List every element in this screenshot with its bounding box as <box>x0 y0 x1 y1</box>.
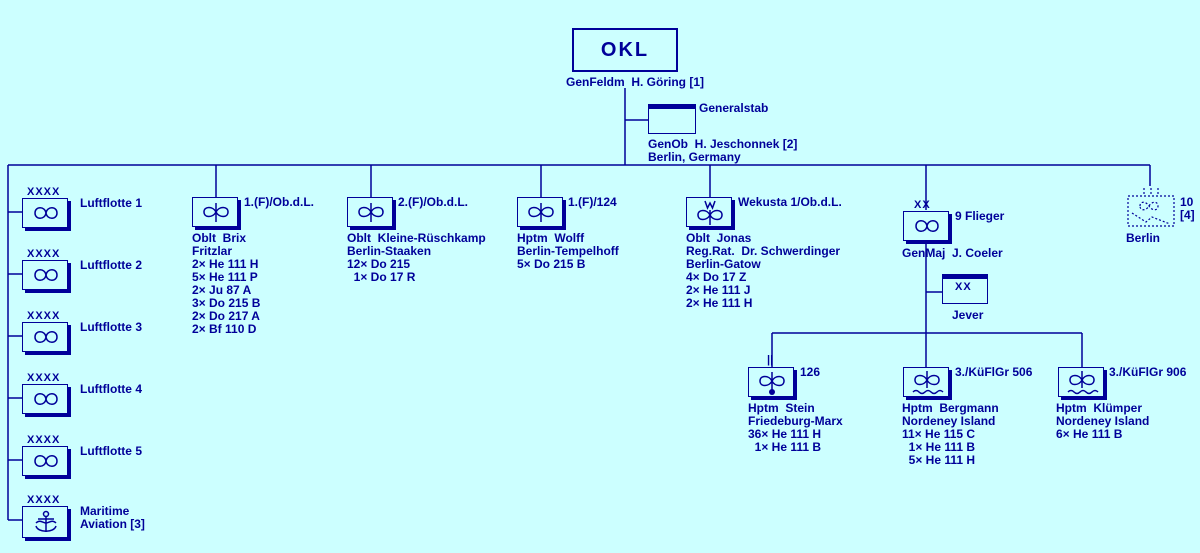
flieger-9-label: 9 Flieger <box>955 209 1005 223</box>
coastal-recon-icon <box>912 371 944 395</box>
generalstab-box <box>648 104 696 134</box>
okl-box: OKL <box>572 28 678 72</box>
jever-box: XX <box>942 274 988 304</box>
generalstab-label: Generalstab <box>699 101 769 115</box>
kuflgr-506-details: Hptm Bergmann Nordeney Island 11× He 115… <box>902 401 999 467</box>
rank-marker: XX <box>955 281 972 293</box>
air-unit-icon <box>34 331 58 343</box>
luftflotte-2-label: Luftflotte 2 <box>80 258 142 272</box>
air-unit-icon <box>34 393 58 405</box>
luftflotte-5-symbol <box>22 446 68 476</box>
kuflgr-906-details: Hptm Klümper Nordeney Island 6× He 111 B <box>1056 401 1150 441</box>
rank-marker: XXXX <box>27 494 61 506</box>
dashed-unit-icon <box>1127 188 1175 227</box>
unit-10-symbol <box>1124 186 1178 228</box>
recon-unit-1-label: 1.(F)/Ob.d.L. <box>244 195 314 209</box>
jever-label: Jever <box>952 308 984 322</box>
generalstab-location: Berlin, Germany <box>648 150 741 164</box>
air-unit-icon <box>34 269 58 281</box>
bomber-recon-icon <box>759 372 785 395</box>
recon-air-icon <box>528 203 554 222</box>
flieger-9-symbol <box>903 211 949 241</box>
rank-marker: XXXX <box>27 310 61 322</box>
luftflotte-5-label: Luftflotte 5 <box>80 444 142 458</box>
luftflotte-4-label: Luftflotte 4 <box>80 382 142 396</box>
unit-10-location: Berlin <box>1126 231 1161 245</box>
luftflotte-2-symbol <box>22 260 68 290</box>
unit-126-label: 126 <box>800 365 821 379</box>
generalstab-commander: GenOb H. Jeschonnek [2] <box>648 137 798 151</box>
okl-title: OKL <box>600 38 650 61</box>
kuflgr-506-symbol <box>903 367 949 397</box>
rank-marker: XXXX <box>27 372 61 384</box>
rank-marker: XX <box>914 199 931 211</box>
recon-unit-1-symbol <box>192 197 238 227</box>
luftflotte-1-symbol <box>22 198 68 228</box>
kuflgr-906-label: 3./KüFlGr 906 <box>1109 365 1187 379</box>
luftflotte-1-label: Luftflotte 1 <box>80 196 142 210</box>
unit-10-label: 10 [4] <box>1180 195 1195 222</box>
recon-unit-1-details: Oblt Brix Fritzlar 2× He 111 H 5× He 111… <box>192 231 261 336</box>
rank-marker: XXXX <box>27 186 61 198</box>
recon-unit-2-symbol <box>347 197 393 227</box>
recon-unit-3-symbol <box>517 197 563 227</box>
coastal-recon-icon <box>1067 371 1099 395</box>
rank-marker: XXXX <box>27 434 61 446</box>
recon-unit-3-label: 1.(F)/124 <box>568 195 617 209</box>
rank-marker: XXXX <box>27 248 61 260</box>
weather-recon-icon <box>697 200 723 225</box>
wekusta-symbol <box>686 197 732 227</box>
luftflotte-3-symbol <box>22 322 68 352</box>
anchor-icon <box>35 510 57 532</box>
air-unit-icon <box>34 207 58 219</box>
kuflgr-906-symbol <box>1058 367 1104 397</box>
rank-marker: || <box>767 354 774 366</box>
luftflotte-4-symbol <box>22 384 68 414</box>
recon-unit-2-label: 2.(F)/Ob.d.L. <box>398 195 468 209</box>
air-unit-icon <box>915 220 939 232</box>
recon-air-icon <box>203 203 229 222</box>
wekusta-label: Wekusta 1/Ob.d.L. <box>738 195 842 209</box>
kuflgr-506-label: 3./KüFlGr 506 <box>955 365 1033 379</box>
flieger-9-commander: GenMaj J. Coeler <box>902 246 1003 260</box>
recon-unit-2-details: Oblt Kleine-Rüschkamp Berlin-Staaken 12×… <box>347 231 486 284</box>
maritime-aviation-label: Maritime Aviation [3] <box>80 504 145 531</box>
luftflotte-3-label: Luftflotte 3 <box>80 320 142 334</box>
maritime-aviation-symbol <box>22 506 68 538</box>
okl-commander: GenFeldm H. Göring [1] <box>566 75 705 89</box>
recon-air-icon <box>358 203 384 222</box>
recon-unit-3-details: Hptm Wolff Berlin-Tempelhoff 5× Do 215 B <box>517 231 619 271</box>
unit-126-details: Hptm Stein Friedeburg-Marx 36× He 111 H … <box>748 401 843 454</box>
wekusta-details: Oblt Jonas Reg.Rat. Dr. Schwerdinger Ber… <box>686 231 841 310</box>
air-unit-icon <box>34 455 58 467</box>
unit-126-symbol <box>748 367 794 397</box>
